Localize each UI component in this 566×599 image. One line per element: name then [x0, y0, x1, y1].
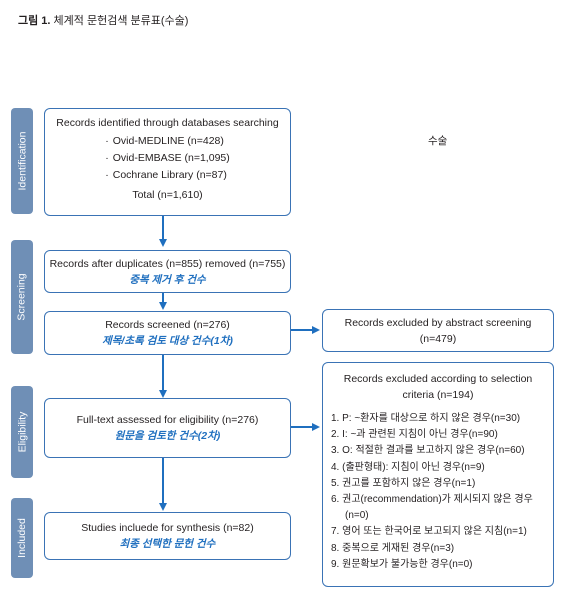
identification-box: Records identified through databases sea… — [44, 108, 291, 216]
identification-heading: Records identified through databases sea… — [56, 117, 279, 129]
duplicates-box: Records after duplicates (n=855) removed… — [44, 250, 291, 293]
exclusion-reason: 7. 영어 또는 한국어로 보고되지 않은 지침(n=1) — [331, 526, 527, 538]
exclusion-reason: 3. O: 적절한 결과를 보고하지 않은 경우(n=60) — [331, 445, 525, 457]
fulltext-korean: 원문을 검토한 건수(2차) — [114, 430, 221, 442]
included-text: Studies incluede for synthesis (n=82) — [81, 522, 254, 534]
included-box: Studies incluede for synthesis (n=82) 최종… — [44, 512, 291, 560]
exclusion-reason: 2. I: ~과 관련된 지침이 아닌 경우(n=90) — [331, 429, 498, 441]
abstract-excluded-box: Records excluded by abstract screening (… — [322, 309, 554, 352]
criteria-excluded-heading: Records excluded according to selection — [343, 373, 533, 385]
identification-total: Total (n=1,610) — [132, 189, 203, 201]
phase-eligibility: Eligibility — [11, 386, 33, 478]
database-item: Ovid-MEDLINE (n=428) — [105, 133, 230, 150]
phase-screening: Screening — [11, 240, 33, 354]
exclusion-reason: 9. 원문확보가 불가능한 경우(n=0) — [331, 558, 473, 570]
fulltext-text: Full-text assessed for eligibility (n=27… — [76, 414, 259, 426]
abstract-excluded-count: (n=479) — [419, 332, 457, 345]
exclusion-reason-continued: (n=0) — [345, 510, 369, 522]
exclusion-reason: 1. P: ~환자를 대상으로 하지 않은 경우(n=30) — [331, 413, 521, 424]
side-note: 수술 — [428, 135, 448, 147]
figure-title: 그림 1. 체계적 문헌검색 분류표(수술) — [18, 12, 188, 28]
duplicates-text: Records after duplicates (n=855) removed… — [49, 257, 286, 270]
database-list: Ovid-MEDLINE (n=428) Ovid-EMBASE (n=1,09… — [105, 133, 230, 184]
phase-identification: Identification — [11, 108, 33, 214]
database-item: Cochrane Library (n=87) — [105, 167, 230, 184]
screened-korean: 제목/초록 검토 대상 건수(1차) — [102, 335, 233, 347]
exclusion-reason: 6. 권고(recommendation)가 제시되지 않은 경우 — [331, 494, 533, 506]
duplicates-korean: 중복 제거 후 건수 — [129, 273, 206, 286]
exclusion-reason: 4. (출판형태): 지침이 아닌 경우(n=9) — [331, 461, 485, 473]
figure-label: 그림 1. — [18, 15, 51, 27]
figure-caption: 체계적 문헌검색 분류표(수술) — [53, 15, 189, 27]
screened-text: Records screened (n=276) — [105, 319, 230, 331]
criteria-excluded-count: criteria (n=194) — [402, 389, 474, 401]
fulltext-box: Full-text assessed for eligibility (n=27… — [44, 398, 291, 458]
exclusion-reason: 8. 중복으로 게재된 경우(n=3) — [331, 542, 455, 554]
abstract-excluded-text: Records excluded by abstract screening — [344, 316, 532, 329]
database-item: Ovid-EMBASE (n=1,095) — [105, 150, 230, 167]
included-korean: 최종 선택한 문헌 건수 — [119, 538, 216, 550]
exclusion-reason: 5. 권고를 포함하지 않은 경우(n=1) — [331, 477, 476, 489]
criteria-excluded-box: Records excluded according to selection … — [322, 362, 554, 587]
screened-box: Records screened (n=276) 제목/초록 검토 대상 건수(… — [44, 311, 291, 355]
exclusion-reasons-list: 1. P: ~환자를 대상으로 하지 않은 경우(n=30) 2. I: ~과 … — [323, 411, 553, 573]
phase-included: Included — [11, 498, 33, 578]
